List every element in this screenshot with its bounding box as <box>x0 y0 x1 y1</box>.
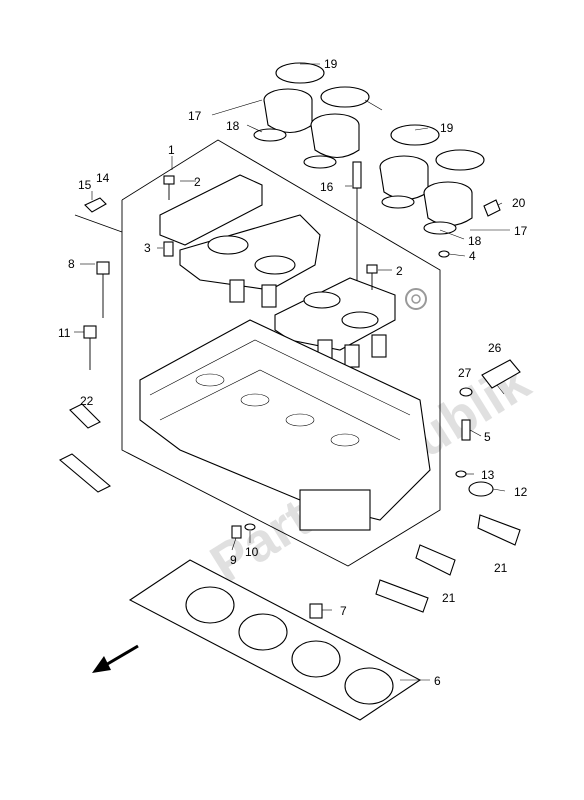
callout-8: 8 <box>68 257 75 271</box>
callout-9: 9 <box>230 553 237 567</box>
callout-1: 1 <box>168 143 175 157</box>
cam-holder-front <box>274 277 396 368</box>
screw-20 <box>483 199 501 217</box>
bolt-2 <box>163 175 378 290</box>
callout-27: 27 <box>458 366 472 380</box>
washer-9-10 <box>231 523 256 539</box>
callout-26: 26 <box>488 341 502 355</box>
callout-7: 7 <box>340 604 347 618</box>
head-gasket <box>128 559 422 721</box>
callout-19b: 19 <box>440 121 454 135</box>
cam-holder-rear <box>159 174 321 308</box>
bolt-22 <box>59 403 111 493</box>
callout-10: 10 <box>245 545 259 559</box>
callout-13: 13 <box>481 468 495 482</box>
callout-19a: 19 <box>324 57 338 71</box>
callout-16: 16 <box>320 180 334 194</box>
intake-boot-group-left <box>253 62 383 169</box>
dowel-7 <box>309 603 323 619</box>
callout-2a: 2 <box>194 175 201 189</box>
callout-18a: 18 <box>226 119 240 133</box>
dowel-3 <box>163 241 174 257</box>
washer-4 <box>438 250 450 258</box>
callout-14: 14 <box>96 171 110 185</box>
callout-17b: 17 <box>514 224 528 238</box>
gear-icon <box>405 288 427 310</box>
callout-11: 11 <box>58 326 71 340</box>
callout-15: 15 <box>78 178 92 192</box>
callout-17a: 17 <box>188 109 202 123</box>
assembly-frame <box>74 139 441 567</box>
callout-18b: 18 <box>468 234 482 248</box>
callout-20: 20 <box>512 196 526 210</box>
callout-6: 6 <box>434 674 441 688</box>
temp-sensor-26 <box>459 359 521 397</box>
bolt-8 <box>96 261 110 318</box>
callout-4: 4 <box>469 249 476 263</box>
callout-12: 12 <box>514 485 528 499</box>
cylinder-head-block <box>139 319 431 531</box>
front-direction-arrow-icon <box>92 644 139 673</box>
callout-21a: 21 <box>494 561 508 575</box>
callout-21b: 21 <box>442 591 456 605</box>
oring-12-13 <box>455 470 494 497</box>
bolt-21 <box>375 514 521 613</box>
bolt-14-15 <box>84 197 107 213</box>
intake-boot-group-right <box>379 124 485 235</box>
callout-3: 3 <box>144 241 151 255</box>
callout-2b: 2 <box>396 264 403 278</box>
callout-22: 22 <box>80 394 94 408</box>
pin-5 <box>461 419 471 441</box>
leader-lines <box>74 63 510 681</box>
bolt-11 <box>83 325 97 370</box>
callout-5: 5 <box>484 430 491 444</box>
